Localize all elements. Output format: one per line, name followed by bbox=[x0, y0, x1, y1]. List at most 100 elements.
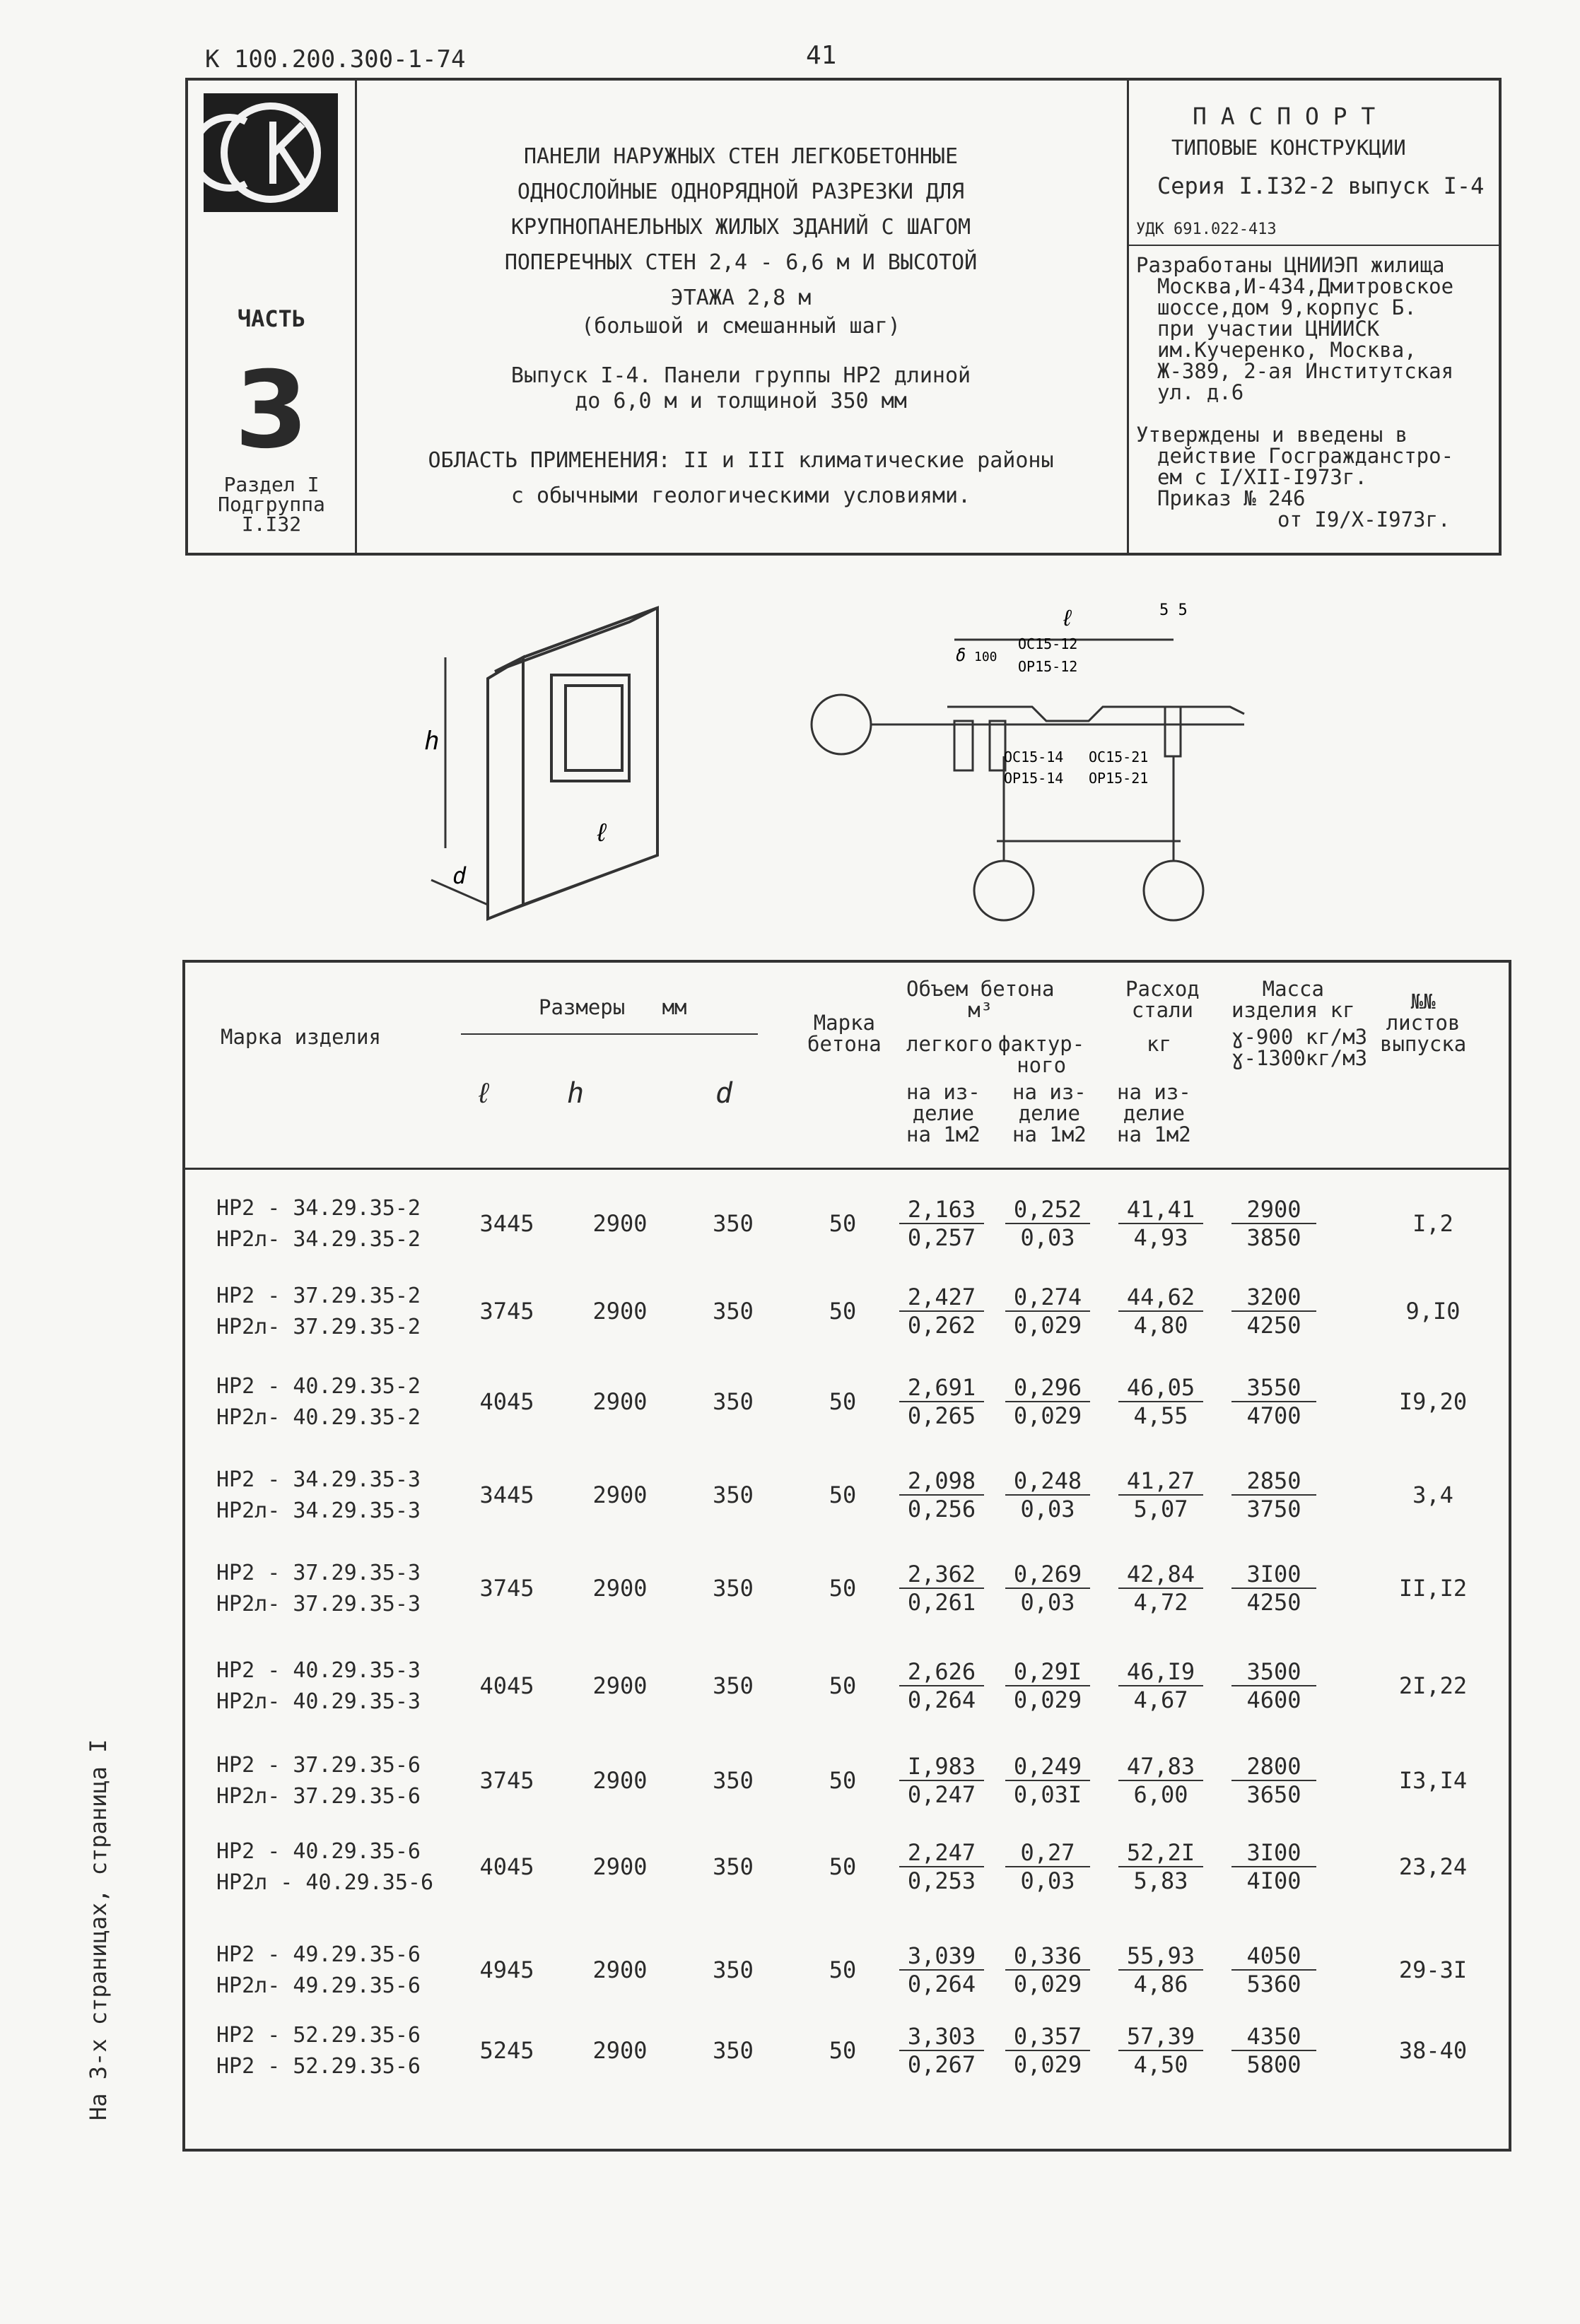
title-block-left: ЧАСТЬ 3 Раздел I Подгруппа I.I32 bbox=[188, 81, 357, 553]
cell-thickness: 350 bbox=[713, 1298, 754, 1325]
part-label: ЧАСТЬ bbox=[237, 305, 306, 332]
cell-length: 3445 bbox=[479, 1481, 534, 1508]
mark-variant: НР2 - 52.29.35-6 bbox=[216, 2054, 421, 2079]
mass-per-m2: 4250 bbox=[1246, 1589, 1301, 1616]
mark-main: НР2 - 40.29.35-3 bbox=[216, 1658, 421, 1683]
light-volume-per-item: I,983 bbox=[899, 1753, 984, 1781]
mass-per-item: 2800 bbox=[1231, 1753, 1316, 1781]
steel-per-item: 41,41 bbox=[1118, 1196, 1203, 1224]
issue-line: Выпуск I-4. Панели группы НР2 длиной bbox=[510, 363, 971, 388]
mass-per-m2: 4700 bbox=[1246, 1402, 1301, 1429]
label-100: 100 bbox=[974, 650, 997, 664]
light-volume-per-m2: 0,256 bbox=[907, 1496, 976, 1522]
light-volume-per-m2: 0,262 bbox=[907, 1312, 976, 1339]
mass-per-m2: 3650 bbox=[1246, 1781, 1301, 1808]
mark-main: НР2 - 49.29.35-6 bbox=[216, 1942, 421, 1967]
cell-length: 3745 bbox=[479, 1767, 534, 1794]
joint-section bbox=[810, 638, 1245, 922]
facing-volume-per-m2: 0,03 bbox=[1020, 1589, 1075, 1616]
cell-sheets: 2I,22 bbox=[1398, 1672, 1468, 1699]
panel-isometric bbox=[431, 606, 659, 921]
header-steel-unit: кг bbox=[1147, 1032, 1171, 1056]
facing-volume-per-m2: 0,029 bbox=[1013, 2051, 1082, 2078]
divider bbox=[1129, 245, 1501, 246]
label-h: h bbox=[424, 727, 440, 756]
header-h: h bbox=[567, 1077, 585, 1110]
steel-per-m2: 6,00 bbox=[1133, 1781, 1188, 1808]
developed-line: Ж-389, 2-ая Институтская bbox=[1157, 359, 1454, 383]
facing-volume-per-m2: 0,029 bbox=[1013, 1402, 1082, 1429]
header-per-m2: на 1м2 bbox=[906, 1122, 981, 1146]
products-table: Марка изделия Размеры мм ℓ h d Марка бет… bbox=[182, 960, 1511, 2152]
steel-per-m2: 4,50 bbox=[1133, 2051, 1188, 2078]
series: Серия I.I32-2 выпуск I-4 bbox=[1157, 172, 1485, 199]
developed-line: Москва,И-434,Дмитровское bbox=[1157, 274, 1454, 298]
cell-thickness: 350 bbox=[713, 1672, 754, 1699]
mass-per-m2: 3750 bbox=[1246, 1496, 1301, 1522]
header-per-m2: на 1м2 bbox=[1012, 1122, 1087, 1146]
cell-height: 2900 bbox=[592, 1388, 648, 1415]
section-line: Подгруппа bbox=[218, 493, 325, 516]
facing-volume-per-m2: 0,03 bbox=[1020, 1867, 1075, 1894]
header-steel: Расход стали bbox=[1125, 977, 1200, 1022]
mass-per-item: 3550 bbox=[1231, 1374, 1316, 1402]
cell-length: 4045 bbox=[479, 1672, 534, 1699]
label-op15-21: ОР15-21 bbox=[1089, 770, 1148, 787]
label-oc15-21: ОС15-21 bbox=[1089, 749, 1148, 765]
cell-length: 4045 bbox=[479, 1853, 534, 1880]
facing-volume-per-m2: 0,03 bbox=[1020, 1224, 1075, 1251]
cell-length: 3745 bbox=[479, 1298, 534, 1325]
mark-variant: НР2л- 34.29.35-2 bbox=[216, 1227, 421, 1252]
mass-per-m2: 5360 bbox=[1246, 1971, 1301, 1997]
cell-length: 3745 bbox=[479, 1575, 534, 1602]
section-info: Раздел I Подгруппа I.I32 bbox=[188, 475, 355, 534]
facing-volume-per-item: 0,29I bbox=[1005, 1658, 1090, 1686]
section-line: Раздел I bbox=[223, 473, 320, 496]
steel-per-item: 42,84 bbox=[1118, 1561, 1203, 1589]
cell-sheets: 38-40 bbox=[1398, 2037, 1468, 2064]
label-oc15-14: ОС15-14 bbox=[1004, 749, 1063, 765]
label-l2: ℓ bbox=[1060, 604, 1074, 631]
cell-length: 4045 bbox=[479, 1388, 534, 1415]
mark-variant: НР2л- 37.29.35-6 bbox=[216, 1784, 421, 1809]
cell-thickness: 350 bbox=[713, 1388, 754, 1415]
developed-line: Разработаны ЦНИИЭП жилища bbox=[1136, 253, 1445, 277]
header-mass: Масса изделия кг bbox=[1231, 977, 1355, 1022]
cell-concrete-grade: 50 bbox=[829, 1956, 857, 1983]
cell-height: 2900 bbox=[592, 1956, 648, 1983]
steel-per-m2: 4,86 bbox=[1133, 1971, 1188, 1997]
header-facing: фактур- ного bbox=[998, 1032, 1085, 1077]
title-line: ПАНЕЛИ НАРУЖНЫХ СТЕН ЛЕГКОБЕТОННЫЕ bbox=[523, 144, 959, 169]
cell-sheets: I,2 bbox=[1412, 1210, 1453, 1237]
steel-per-item: 47,83 bbox=[1118, 1753, 1203, 1781]
light-volume-per-item: 2,691 bbox=[899, 1374, 984, 1402]
steel-per-m2: 4,67 bbox=[1133, 1686, 1188, 1713]
steel-per-item: 46,I9 bbox=[1118, 1658, 1203, 1686]
header-sheets: №№ листов выпуска bbox=[1380, 990, 1467, 1056]
facing-volume-per-item: 0,248 bbox=[1005, 1467, 1090, 1496]
cell-thickness: 350 bbox=[713, 1481, 754, 1508]
cell-height: 2900 bbox=[592, 1481, 648, 1508]
developed-line: шоссе,дом 9,корпус Б. bbox=[1157, 295, 1417, 319]
mark-main: НР2 - 37.29.35-3 bbox=[216, 1561, 421, 1585]
